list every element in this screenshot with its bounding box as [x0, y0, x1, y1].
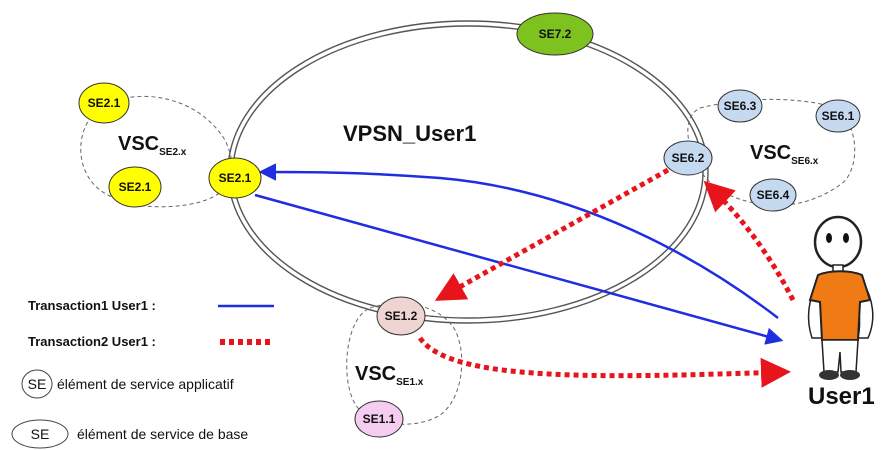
transaction2-path — [417, 167, 796, 388]
vsc-se2-cloud — [80, 95, 233, 208]
user-label: User1 — [808, 383, 875, 410]
legend-se-base-symbol — [11, 419, 69, 449]
node-se7-2: SE7.2 — [516, 12, 594, 56]
svg-text:SE1.2: SE1.2 — [385, 309, 418, 323]
legend-transaction1-label: Transaction1 User1 : — [28, 298, 156, 313]
svg-text:SE6.4: SE6.4 — [757, 188, 790, 202]
vsc-se2-label: VSCSE2.x — [118, 133, 187, 158]
legend-se-applicatif-text: élément de service applicatif — [57, 376, 234, 392]
svg-text:SE6.2: SE6.2 — [672, 151, 705, 165]
svg-text:SE2.1: SE2.1 — [88, 96, 121, 110]
node-se1-1: SE1.1 — [354, 400, 404, 438]
svg-text:SE6.3: SE6.3 — [724, 99, 757, 113]
legend: Transaction1 User1 : Transaction2 User1 … — [11, 298, 274, 449]
vsc-se1-cloud — [346, 302, 463, 425]
svg-text:SE: SE — [28, 376, 47, 392]
node-se6-4: SE6.4 — [749, 178, 797, 212]
legend-se-base-text: élément de service de base — [77, 426, 248, 442]
node-se6-3: SE6.3 — [717, 89, 763, 123]
svg-text:SE2.1: SE2.1 — [219, 171, 252, 185]
node-se2-1-ring: SE2.1 — [208, 157, 262, 199]
node-se6-1: SE6.1 — [815, 99, 861, 133]
svg-text:SE6.1: SE6.1 — [822, 109, 855, 123]
vsc-se6-label: VSCSE6.x — [750, 142, 819, 167]
svg-text:SE7.2: SE7.2 — [539, 27, 572, 41]
node-se2-1-bottom: SE2.1 — [108, 166, 162, 208]
user-figure — [807, 215, 874, 380]
node-se6-2: SE6.2 — [663, 140, 713, 176]
legend-se-applicatif-symbol — [21, 369, 53, 399]
legend-transaction2-label: Transaction2 User1 : — [28, 334, 156, 349]
node-se1-2: SE1.2 — [376, 296, 426, 336]
transaction1-path — [254, 163, 784, 345]
ring-title: VPSN_User1 — [343, 121, 476, 146]
node-se2-1-top: SE2.1 — [78, 82, 130, 124]
svg-text:SE1.1: SE1.1 — [363, 412, 396, 426]
svg-text:SE2.1: SE2.1 — [119, 180, 152, 194]
vsc-se1-label: VSCSE1.x — [355, 363, 424, 388]
svg-text:SE: SE — [31, 426, 50, 442]
